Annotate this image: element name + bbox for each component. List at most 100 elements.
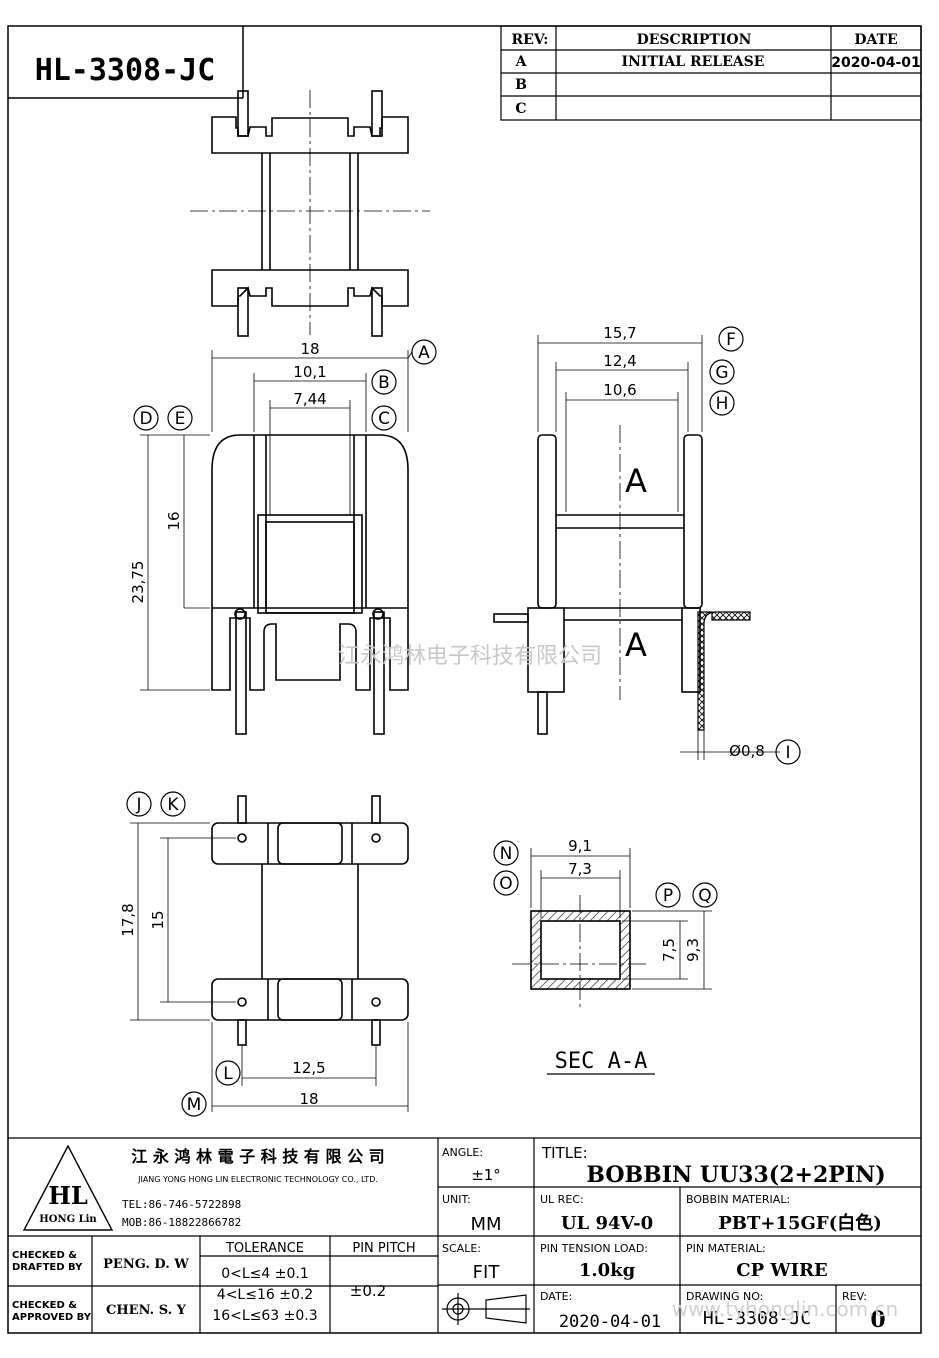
balloon-b [371,369,397,395]
sec-aa-centerlines [512,895,648,1010]
ul-label: UL REC: [540,1193,584,1206]
rev-header: REV: [512,32,549,48]
top-view [211,90,409,337]
balloon-o [493,870,519,896]
revision-table [500,25,922,121]
balloon-label-e: E [175,409,186,429]
drawing-no-value: HL-3308-JC [703,1308,811,1329]
company-name-cn: 江 永 鸿 林 電 子 科 技 有 限 公 司 [131,1147,384,1166]
balloon-a [411,339,437,365]
balloon-m [181,1091,207,1117]
dim-front-winding: 16 [165,511,183,530]
balloon-l [215,1060,241,1086]
balloon-label-m: M [187,1095,202,1115]
pin-section [697,611,751,731]
watermark: 江永鸿林电子科技有限公司 [338,644,602,669]
angle-value: ±1° [471,1166,501,1184]
dim-side-inner: 10,6 [603,381,636,399]
side-view [493,434,703,735]
balloon-label-h: H [716,394,729,414]
company-name-en: JIANG YONG HONG LIN ELECTRONIC TECHNOLOG… [137,1175,378,1184]
dim-sec-outer-h: 9,3 [684,938,702,962]
checked-approved-label: CHECKED &APPROVED BY [12,1300,92,1323]
balloon-q [692,882,718,908]
tolerance-row-2: 4<L≤16 ±0.2 [217,1287,313,1303]
rev-row-a: A [515,54,528,70]
balloon-label-l: L [223,1064,233,1084]
balloon-label-a: A [418,343,430,363]
balloon-label-j: J [135,795,141,815]
bobbin-material-label: BOBBIN MATERIAL: [686,1193,790,1206]
sec-aa-inner [540,920,621,980]
balloon-p [655,882,681,908]
date-value: 2020-04-01 [559,1312,661,1332]
drawing-no-label: DRAWING NO: [686,1290,763,1303]
company-tel: TEL:86-746-5722898 [122,1198,241,1211]
sec-aa-dimensions [530,848,712,990]
balloon-f [718,326,744,352]
pin-material-label: PIN MATERIAL: [686,1242,766,1255]
balloon-label-o: O [499,874,512,894]
dim-bottom-width: 18 [299,1090,318,1108]
rev-row-a-date: 2020-04-01 [831,55,921,71]
unit-value: MM [470,1214,501,1235]
balloon-k [160,791,186,817]
dim-side-outer: 15,7 [603,324,636,342]
dim-front-core: 7,44 [293,390,326,408]
projection-symbol-icon [442,1293,530,1325]
scale-label: SCALE: [442,1242,481,1255]
pin-material-value: CP WIRE [736,1260,827,1281]
rev-row-a-desc: INITIAL RELEASE [622,54,765,70]
balloon-label-p: P [663,886,673,906]
dim-pin-diameter: Ø0,8 [729,742,765,760]
company-mob: MOB:86-18822866782 [122,1216,241,1229]
balloon-label-q: Q [698,886,711,906]
front-view [211,434,409,735]
dim-front-width: 18 [300,340,319,358]
bottom-view [211,795,409,1046]
description-header: DESCRIPTION [637,32,752,48]
balloon-d [133,405,159,431]
angle-label: ANGLE: [442,1146,483,1159]
rev-row-c: C [515,101,526,117]
dim-front-inner: 10,1 [293,363,326,381]
bottom-dimensions [130,822,409,1112]
dim-bottom-height: 17,8 [119,903,137,936]
pin-pitch-label: PIN PITCH [352,1241,415,1256]
title-value: BOBBIN UU33(2+2PIN) [586,1162,885,1188]
dim-side-mid: 12,4 [603,352,636,370]
dim-sec-inner-h: 7,5 [660,938,678,962]
logo-sub: HONG Lin [39,1214,97,1225]
balloon-label-c: C [378,409,390,429]
checked-drafted-label: CHECKED &DRAFTED BY [12,1250,83,1273]
pin-tension-label: PIN TENSION LOAD: [540,1242,648,1255]
rev-row-b: B [515,77,527,93]
dim-sec-outer-w: 9,1 [568,837,592,855]
balloon-h [709,390,735,416]
dim-front-height: 23,75 [129,561,147,604]
balloon-c [371,405,397,431]
balloon-n [493,840,519,866]
part-number: HL-3308-JC [35,53,216,88]
balloon-label-i: I [785,743,790,763]
unit-label: UNIT: [442,1193,471,1206]
drafter-name: PENG. D. W [103,1257,189,1272]
dim-bottom-pin-pitch: 12,5 [292,1059,325,1077]
balloon-label-n: N [500,844,513,864]
bobbin-material-value: PBT+15GF(白色) [718,1212,881,1234]
front-dimensions [140,350,413,691]
balloon-label-f: F [726,330,736,350]
date-header: DATE [854,32,897,48]
balloon-e [167,405,193,431]
pin-pitch-value: ±0.2 [350,1282,386,1300]
tolerance-row-1: 0<L≤4 ±0.1 [221,1266,309,1282]
section-label-lower: A [625,626,647,664]
scale-value: FIT [473,1262,501,1283]
company-logo: HL HONG Lin [22,1144,114,1231]
part-number-box: HL-3308-JC [8,26,244,99]
balloon-label-b: B [378,373,390,393]
title-block [8,1137,921,1333]
approver-name: CHEN. S. Y [106,1303,187,1318]
balloon-label-d: D [139,409,152,429]
